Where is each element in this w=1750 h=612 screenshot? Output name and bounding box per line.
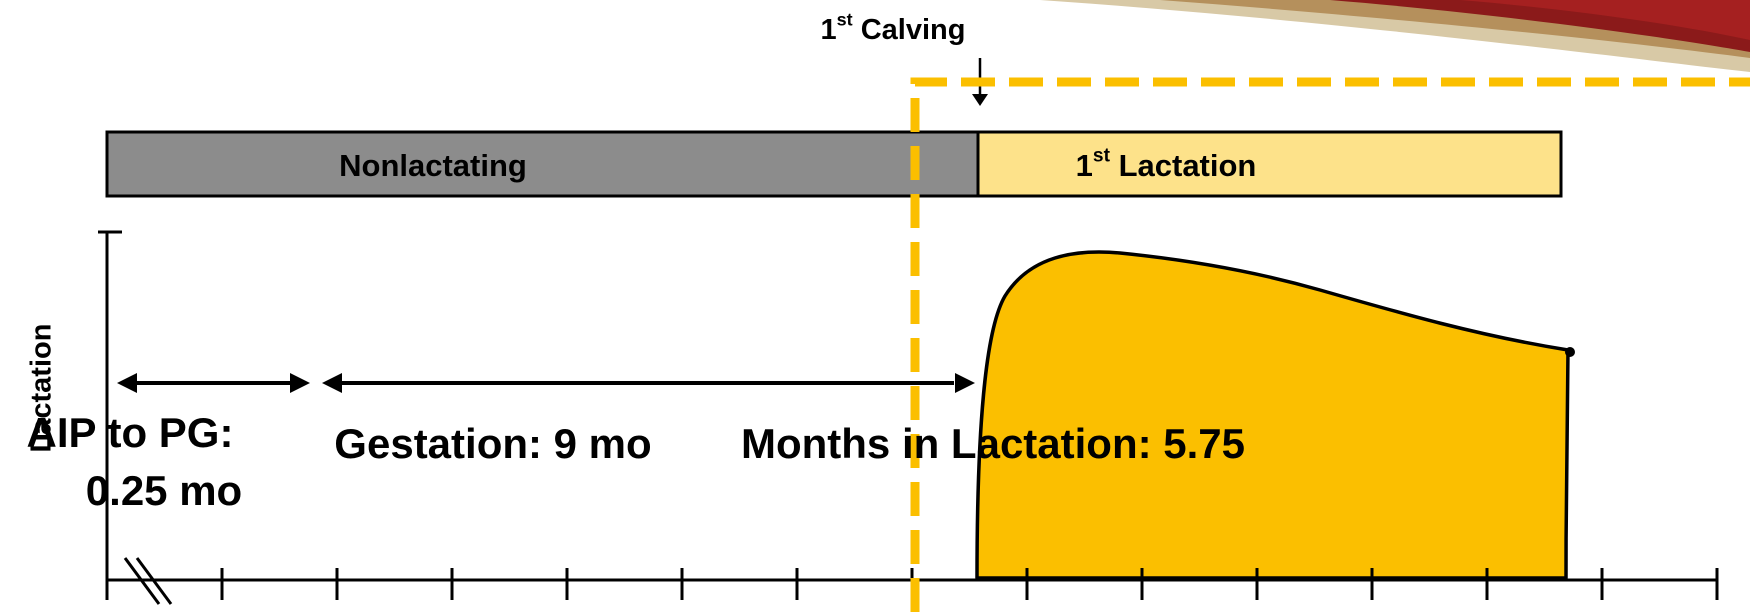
first-calving-label: 1st Calving [820,9,966,46]
aip-label-line2: 0.25 mo [85,467,243,514]
curve-end-dot [1565,347,1575,357]
first-lactation-label: 1st Lactation [1075,145,1257,183]
aip-label-line1: AIP to PG: [26,409,234,456]
gestation-arrow [322,373,975,393]
first-lactation-bar [976,130,1563,198]
nonlactating-bar [105,130,980,198]
calving-dashed-line [910,77,1750,612]
nonlactating-label: Nonlactating [339,148,527,183]
header-swoosh [1040,0,1750,72]
axis-break-marks [123,557,173,605]
x-axis-ticks [105,568,1719,600]
gestation-label: Gestation: 9 mo [334,420,652,467]
months-in-lactation-label: Months in Lactation: 5.75 [740,420,1246,467]
aip-arrow [117,373,310,393]
lactation-curve [975,250,1570,580]
calving-arrowhead [972,94,988,106]
